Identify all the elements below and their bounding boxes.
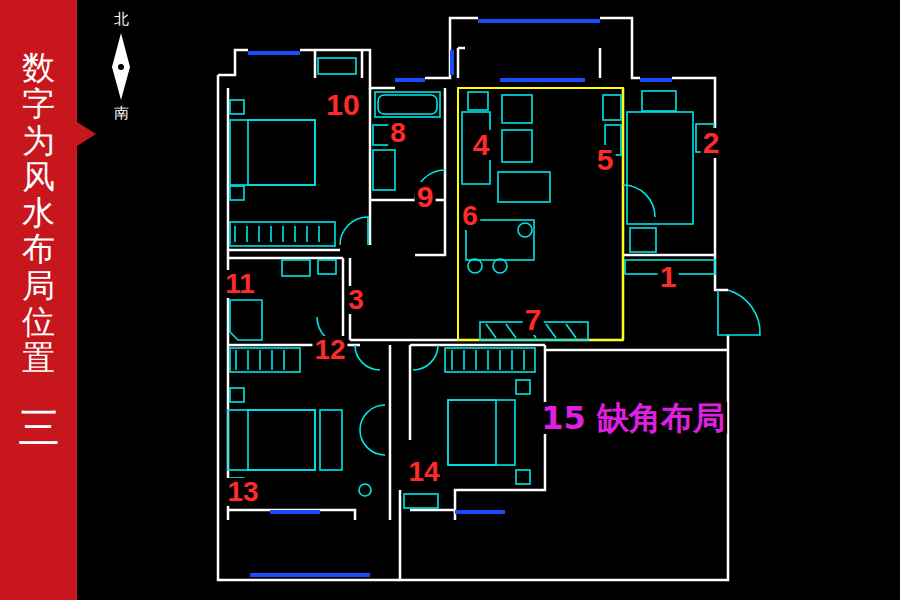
callout-number: 14 [406, 458, 441, 486]
furniture [228, 58, 760, 508]
callout-number: 8 [388, 119, 408, 147]
sidebar-band: 数字为风水布局位置三 [0, 0, 77, 600]
callout-number: 10 [324, 90, 361, 120]
living-zone [458, 88, 623, 340]
callout-number: 7 [523, 305, 544, 335]
callout-number: 4 [471, 130, 492, 160]
part-number: 三 [18, 405, 60, 451]
callout-number: 3 [346, 286, 366, 314]
callout-number: 9 [415, 182, 436, 212]
compass-label: 南 [112, 106, 131, 121]
windows [248, 21, 672, 575]
sidebar-pointer [77, 122, 96, 146]
callout-number: 1 [658, 262, 679, 292]
callout-number: 12 [312, 336, 347, 364]
walls [218, 18, 728, 580]
compass-label: 北 [112, 12, 131, 27]
callout-number: 5 [595, 145, 616, 175]
callout-number: 11 [223, 270, 257, 298]
callout-number: 13 [225, 478, 260, 506]
vertical-caption: 数字为风水布局位置 [22, 50, 55, 377]
missing-corner-note: 15 缺角布局 [539, 402, 727, 434]
callout-number: 6 [460, 202, 480, 230]
callout-number: 2 [701, 128, 722, 158]
compass [112, 33, 130, 100]
